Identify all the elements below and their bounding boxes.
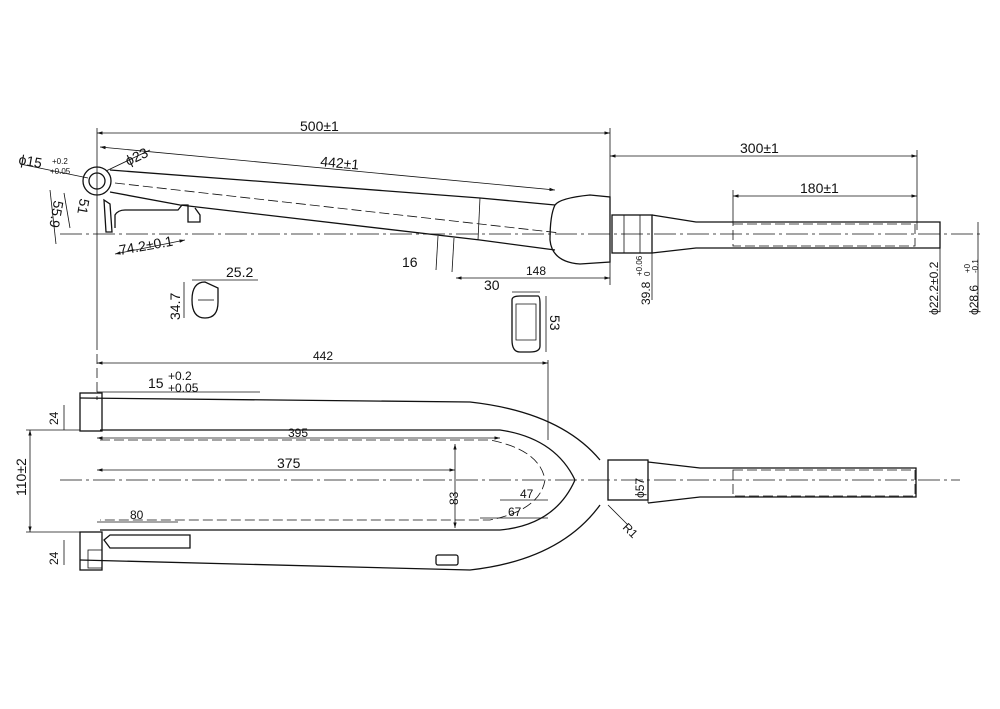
dim-phi57-label: ϕ57 bbox=[633, 478, 647, 498]
dim-24-top-label: 24 bbox=[47, 411, 61, 425]
dim-148-label: 148 bbox=[526, 264, 546, 278]
dim-53-label: 53 bbox=[547, 315, 563, 331]
dim-phi15-leader bbox=[19, 163, 89, 179]
fender-hook bbox=[103, 198, 113, 233]
dim-39-tol-upper: +0.06 bbox=[635, 255, 644, 276]
side-view: 500±1 442±1 300±1 180±1 ϕ15 +0.2 +0.05 ϕ… bbox=[17, 118, 981, 340]
dim-15f-label: 15 bbox=[148, 375, 164, 391]
crown-section-inner bbox=[515, 303, 537, 341]
dim-phi23-leader bbox=[105, 149, 151, 172]
dim-phi22-label: ϕ22.2±0.2 bbox=[927, 261, 941, 315]
dim-24-bot-label: 24 bbox=[47, 551, 61, 565]
bottom-dropout-thread bbox=[87, 549, 103, 569]
front-upper-leg-inner bbox=[100, 429, 576, 481]
dim-phi15-tol-upper: +0.2 bbox=[52, 157, 68, 166]
dim-39-tol-lower: 0 bbox=[643, 271, 652, 276]
fork-leg-upper-edge bbox=[109, 169, 556, 206]
front-steerer bbox=[647, 461, 917, 504]
dim-442-label: 442±1 bbox=[320, 153, 360, 173]
dim-83-label: 83 bbox=[447, 491, 461, 505]
dim-74-label: 74.2±0.1 bbox=[118, 233, 175, 258]
top-dropout bbox=[79, 392, 103, 432]
dim-r1-leader bbox=[607, 504, 629, 526]
dim-phi28-tol-upper: +0 bbox=[963, 263, 972, 273]
front-upper-leg-outer bbox=[79, 397, 601, 461]
dim-55-line bbox=[49, 189, 57, 245]
front-steerer-hidden bbox=[732, 469, 916, 497]
dim-74-line bbox=[114, 239, 186, 255]
front-lower-leg-outer bbox=[79, 504, 601, 571]
dim-phi23-label: ϕ23 bbox=[123, 144, 151, 168]
dim-16-label: 16 bbox=[402, 254, 418, 270]
dim-39-label: 39.8 bbox=[639, 281, 653, 305]
front-view: 442 15 +0.2 +0.05 395 375 83 47 67 80 11… bbox=[13, 349, 960, 571]
dim-395-label: 395 bbox=[288, 426, 308, 440]
dim-15f-tol-lower: +0.05 bbox=[168, 381, 199, 395]
dim-phi28-label: ϕ28.6 bbox=[967, 285, 981, 315]
dim-51-label: 51 bbox=[74, 197, 92, 215]
dim-67-label: 67 bbox=[508, 505, 522, 519]
dim-25-label: 25.2 bbox=[226, 264, 253, 280]
dim-r1-label: R1 bbox=[620, 520, 641, 541]
front-lower-leg-inner bbox=[100, 479, 576, 531]
leg-joint-line bbox=[477, 197, 481, 241]
steerer-hidden-section bbox=[732, 223, 916, 247]
dim-16-line-a bbox=[435, 235, 439, 271]
dim-80-label: 80 bbox=[130, 508, 144, 522]
dim-55-label: 55.9 bbox=[46, 199, 67, 229]
dim-47-label: 47 bbox=[520, 487, 534, 501]
dim-phi28-tol-lower: -0.1 bbox=[971, 259, 980, 273]
leg-section-shape bbox=[191, 281, 219, 319]
dim-51-line bbox=[63, 192, 71, 229]
fork-leg-lower-edge bbox=[109, 191, 556, 251]
dim-442-line bbox=[99, 145, 556, 192]
dim-500-label: 500±1 bbox=[300, 118, 339, 134]
dim-34-label: 34.7 bbox=[167, 293, 183, 320]
dim-phi15-label: ϕ15 bbox=[17, 151, 43, 171]
brake-mount bbox=[103, 534, 191, 549]
crown-section-shape bbox=[511, 295, 541, 353]
dim-375-label: 375 bbox=[277, 455, 301, 471]
dim-15f-tol-upper: +0.2 bbox=[168, 369, 192, 383]
badge-mark bbox=[435, 554, 459, 566]
dim-180-label: 180±1 bbox=[800, 180, 839, 196]
dim-442f-label: 442 bbox=[313, 349, 333, 363]
dim-30-label: 30 bbox=[484, 277, 500, 293]
dim-110-label: 110±2 bbox=[13, 458, 29, 496]
dim-phi15-tol-lower: +0.05 bbox=[50, 167, 71, 176]
bottom-dropout bbox=[79, 531, 103, 571]
dim-300-label: 300±1 bbox=[740, 140, 779, 156]
dim-16-line-b bbox=[451, 237, 455, 273]
fender-mount bbox=[114, 204, 201, 228]
crown-outline bbox=[549, 194, 611, 265]
front-inner-hidden bbox=[100, 439, 546, 521]
fork-leg-hidden bbox=[114, 182, 561, 234]
cross-sections: 25.2 34.7 30 53 bbox=[167, 264, 563, 353]
